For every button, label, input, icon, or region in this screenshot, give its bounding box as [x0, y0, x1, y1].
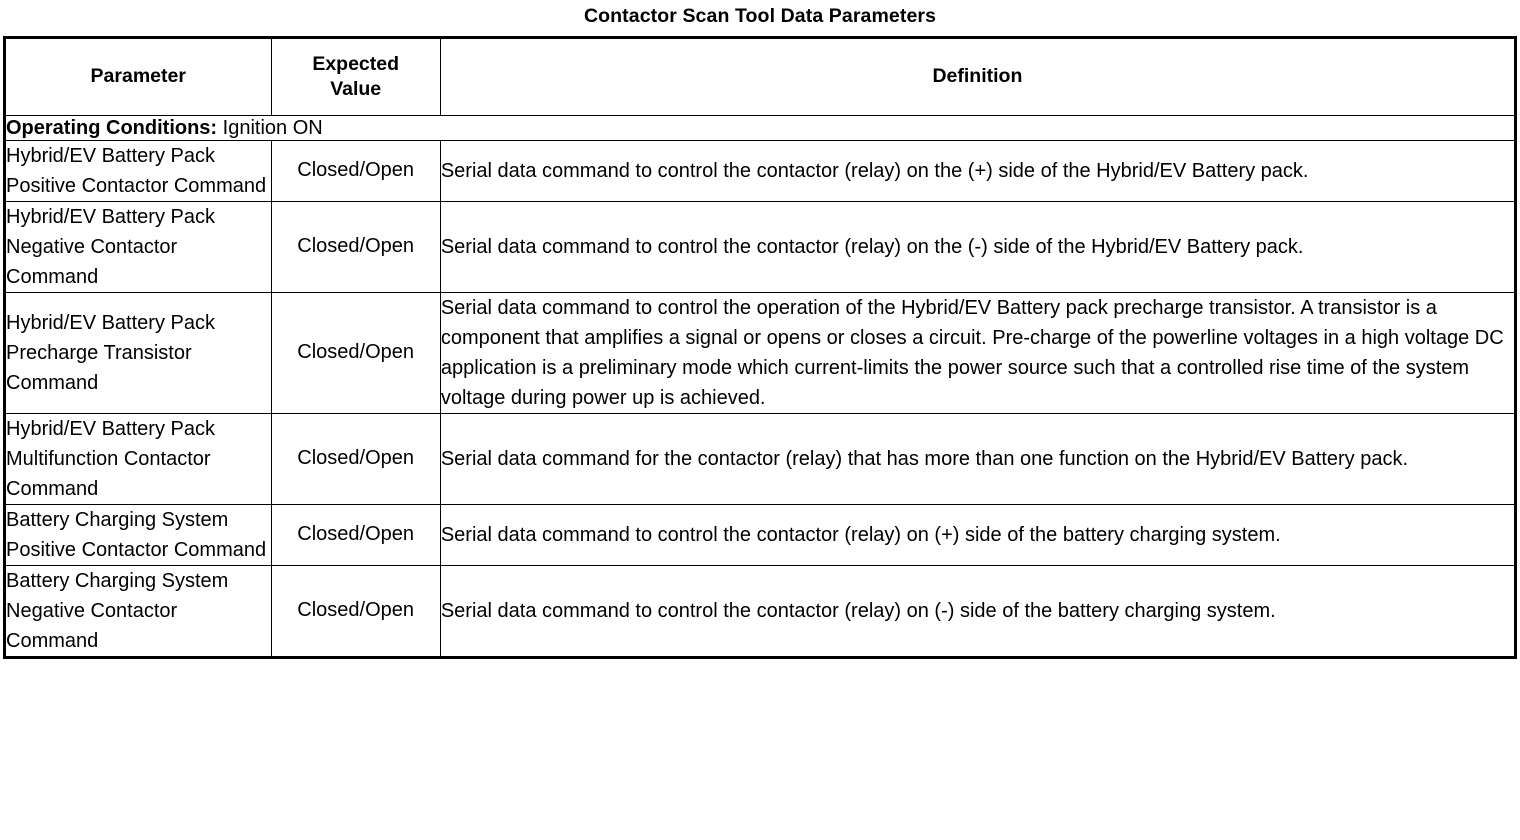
expected-value: Closed/Open [270, 139, 441, 202]
operating-conditions-value: Ignition ON [222, 116, 323, 139]
expected-value: Closed/Open [270, 564, 441, 658]
definition-text: Serial data command for the contactor (r… [439, 412, 1517, 505]
definition-text: Serial data command to control the opera… [439, 291, 1517, 414]
table-row: Battery Charging System Positive Contact… [4, 503, 1517, 566]
parameter-name: Hybrid/EV Battery Pack Positive Contacto… [4, 139, 272, 202]
operating-conditions-row: Operating Conditions: Ignition ON [4, 114, 1516, 141]
expected-value: Closed/Open [270, 291, 441, 414]
page-title: Contactor Scan Tool Data Parameters [583, 5, 937, 27]
table-row: Battery Charging System Negative Contact… [4, 564, 1517, 658]
definition-text: Serial data command to control the conta… [439, 139, 1517, 202]
expected-value: Closed/Open [270, 200, 441, 293]
expected-value: Closed/Open [270, 503, 441, 566]
operating-conditions-label: Operating Conditions: [6, 116, 218, 139]
table-row: Hybrid/EV Battery Pack Positive Contacto… [4, 139, 1517, 202]
parameter-name: Battery Charging System Positive Contact… [4, 503, 272, 566]
scan-tool-parameters-table: Parameter Expected Value Definition Oper… [3, 35, 1517, 659]
column-header-expected-value-line2: Value [330, 77, 382, 100]
expected-value: Closed/Open [270, 412, 441, 505]
definition-text: Serial data command to control the conta… [439, 200, 1517, 293]
table-row: Hybrid/EV Battery Pack Multifunction Con… [4, 412, 1517, 505]
table-row: Hybrid/EV Battery Pack Negative Contacto… [4, 200, 1517, 293]
column-header-definition: Definition [439, 36, 1517, 116]
table-body: Operating Conditions: Ignition ON Hybrid… [4, 114, 1517, 658]
definition-text: Serial data command to control the conta… [439, 564, 1517, 658]
operating-conditions-cell: Operating Conditions: Ignition ON [4, 114, 1516, 141]
definition-text: Serial data command to control the conta… [439, 503, 1517, 566]
parameter-name: Hybrid/EV Battery Pack Precharge Transis… [4, 291, 272, 414]
column-header-parameter: Parameter [4, 36, 272, 116]
parameter-name: Hybrid/EV Battery Pack Multifunction Con… [4, 412, 272, 505]
table-header-row: Parameter Expected Value Definition [4, 36, 1517, 116]
table-row: Hybrid/EV Battery Pack Precharge Transis… [4, 291, 1517, 414]
parameter-name: Battery Charging System Negative Contact… [4, 564, 272, 658]
parameter-name: Hybrid/EV Battery Pack Negative Contacto… [4, 200, 272, 293]
column-header-expected-value: Expected Value [270, 36, 441, 116]
column-header-expected-value-line1: Expected [312, 52, 400, 75]
